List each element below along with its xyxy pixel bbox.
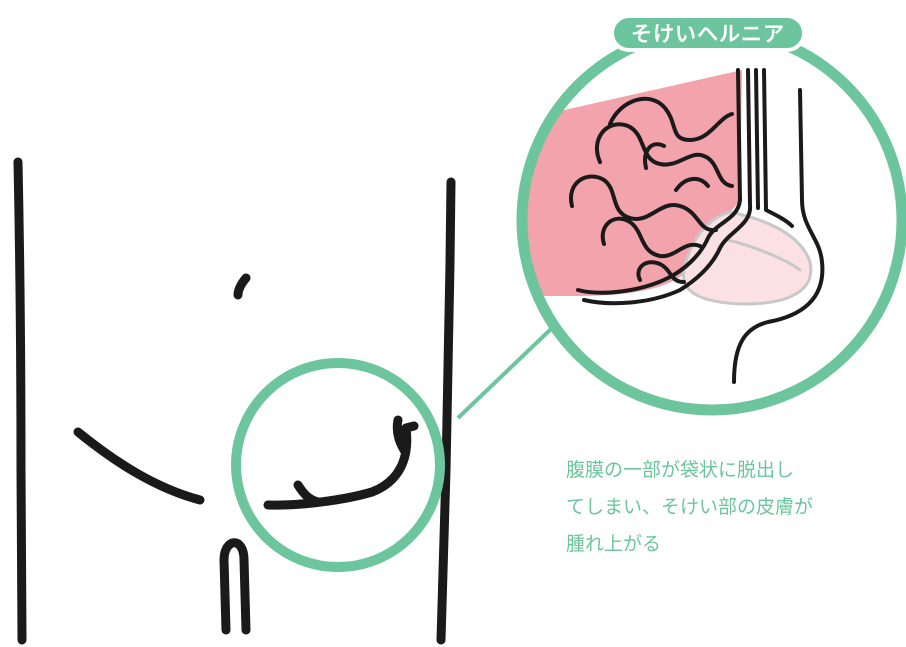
hernia-sac-inner [726,238,802,272]
caption-line: 腫れ上がる [566,533,662,555]
intestine-coils [569,96,734,284]
right-groin-bulge [263,415,419,510]
caption-line: てしまい、そけい部の皮膚が [566,496,814,518]
intestine-area [522,70,742,296]
left-body-edge [13,157,27,645]
zoom-detail [516,24,906,416]
zoom-connector-line [456,326,554,420]
body-outline [13,157,456,645]
groin-highlight-circle [231,358,445,572]
abdominal-wall [576,68,825,384]
left-groin-line [73,427,205,505]
hernia-sac [682,210,813,306]
leg-line [219,538,251,635]
right-body-edge [436,177,456,645]
caption-text: 腹膜の一部が袋状に脱出し てしまい、そけい部の皮膚が 腫れ上がる [566,452,886,563]
caption-line: 腹膜の一部が袋状に脱出し [566,459,795,481]
navel [233,273,251,300]
title-badge: そけいヘルニア [610,14,806,52]
title-text: そけいヘルニア [631,22,785,46]
